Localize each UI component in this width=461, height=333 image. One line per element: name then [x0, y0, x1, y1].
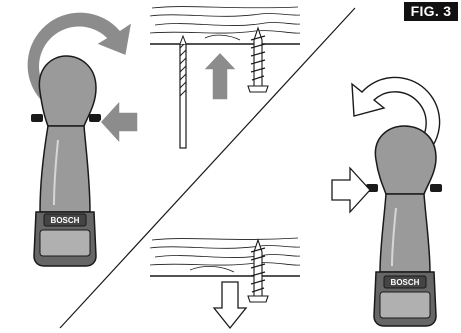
rotate-clockwise-icon — [26, 11, 134, 101]
figure-label: FIG. 3 — [404, 2, 458, 21]
driver-tool-right: BOSCH — [366, 125, 442, 327]
arrow-up-icon — [201, 50, 239, 101]
bottom-wood-board — [149, 237, 301, 277]
top-wood-board — [149, 3, 301, 45]
brand-label-left: BOSCH — [51, 216, 80, 225]
brand-label-right: BOSCH — [391, 278, 420, 287]
screw-up — [247, 26, 269, 93]
screw-down — [247, 238, 269, 303]
rotate-counterclockwise-icon — [351, 76, 441, 153]
arrow-down-icon — [212, 281, 248, 330]
push-left-arrow-icon — [98, 98, 139, 146]
driver-tool-left: BOSCH — [31, 55, 101, 267]
drill-bit — [179, 34, 187, 149]
diagonal-divider — [59, 7, 356, 329]
push-right-arrow-icon — [331, 166, 371, 214]
